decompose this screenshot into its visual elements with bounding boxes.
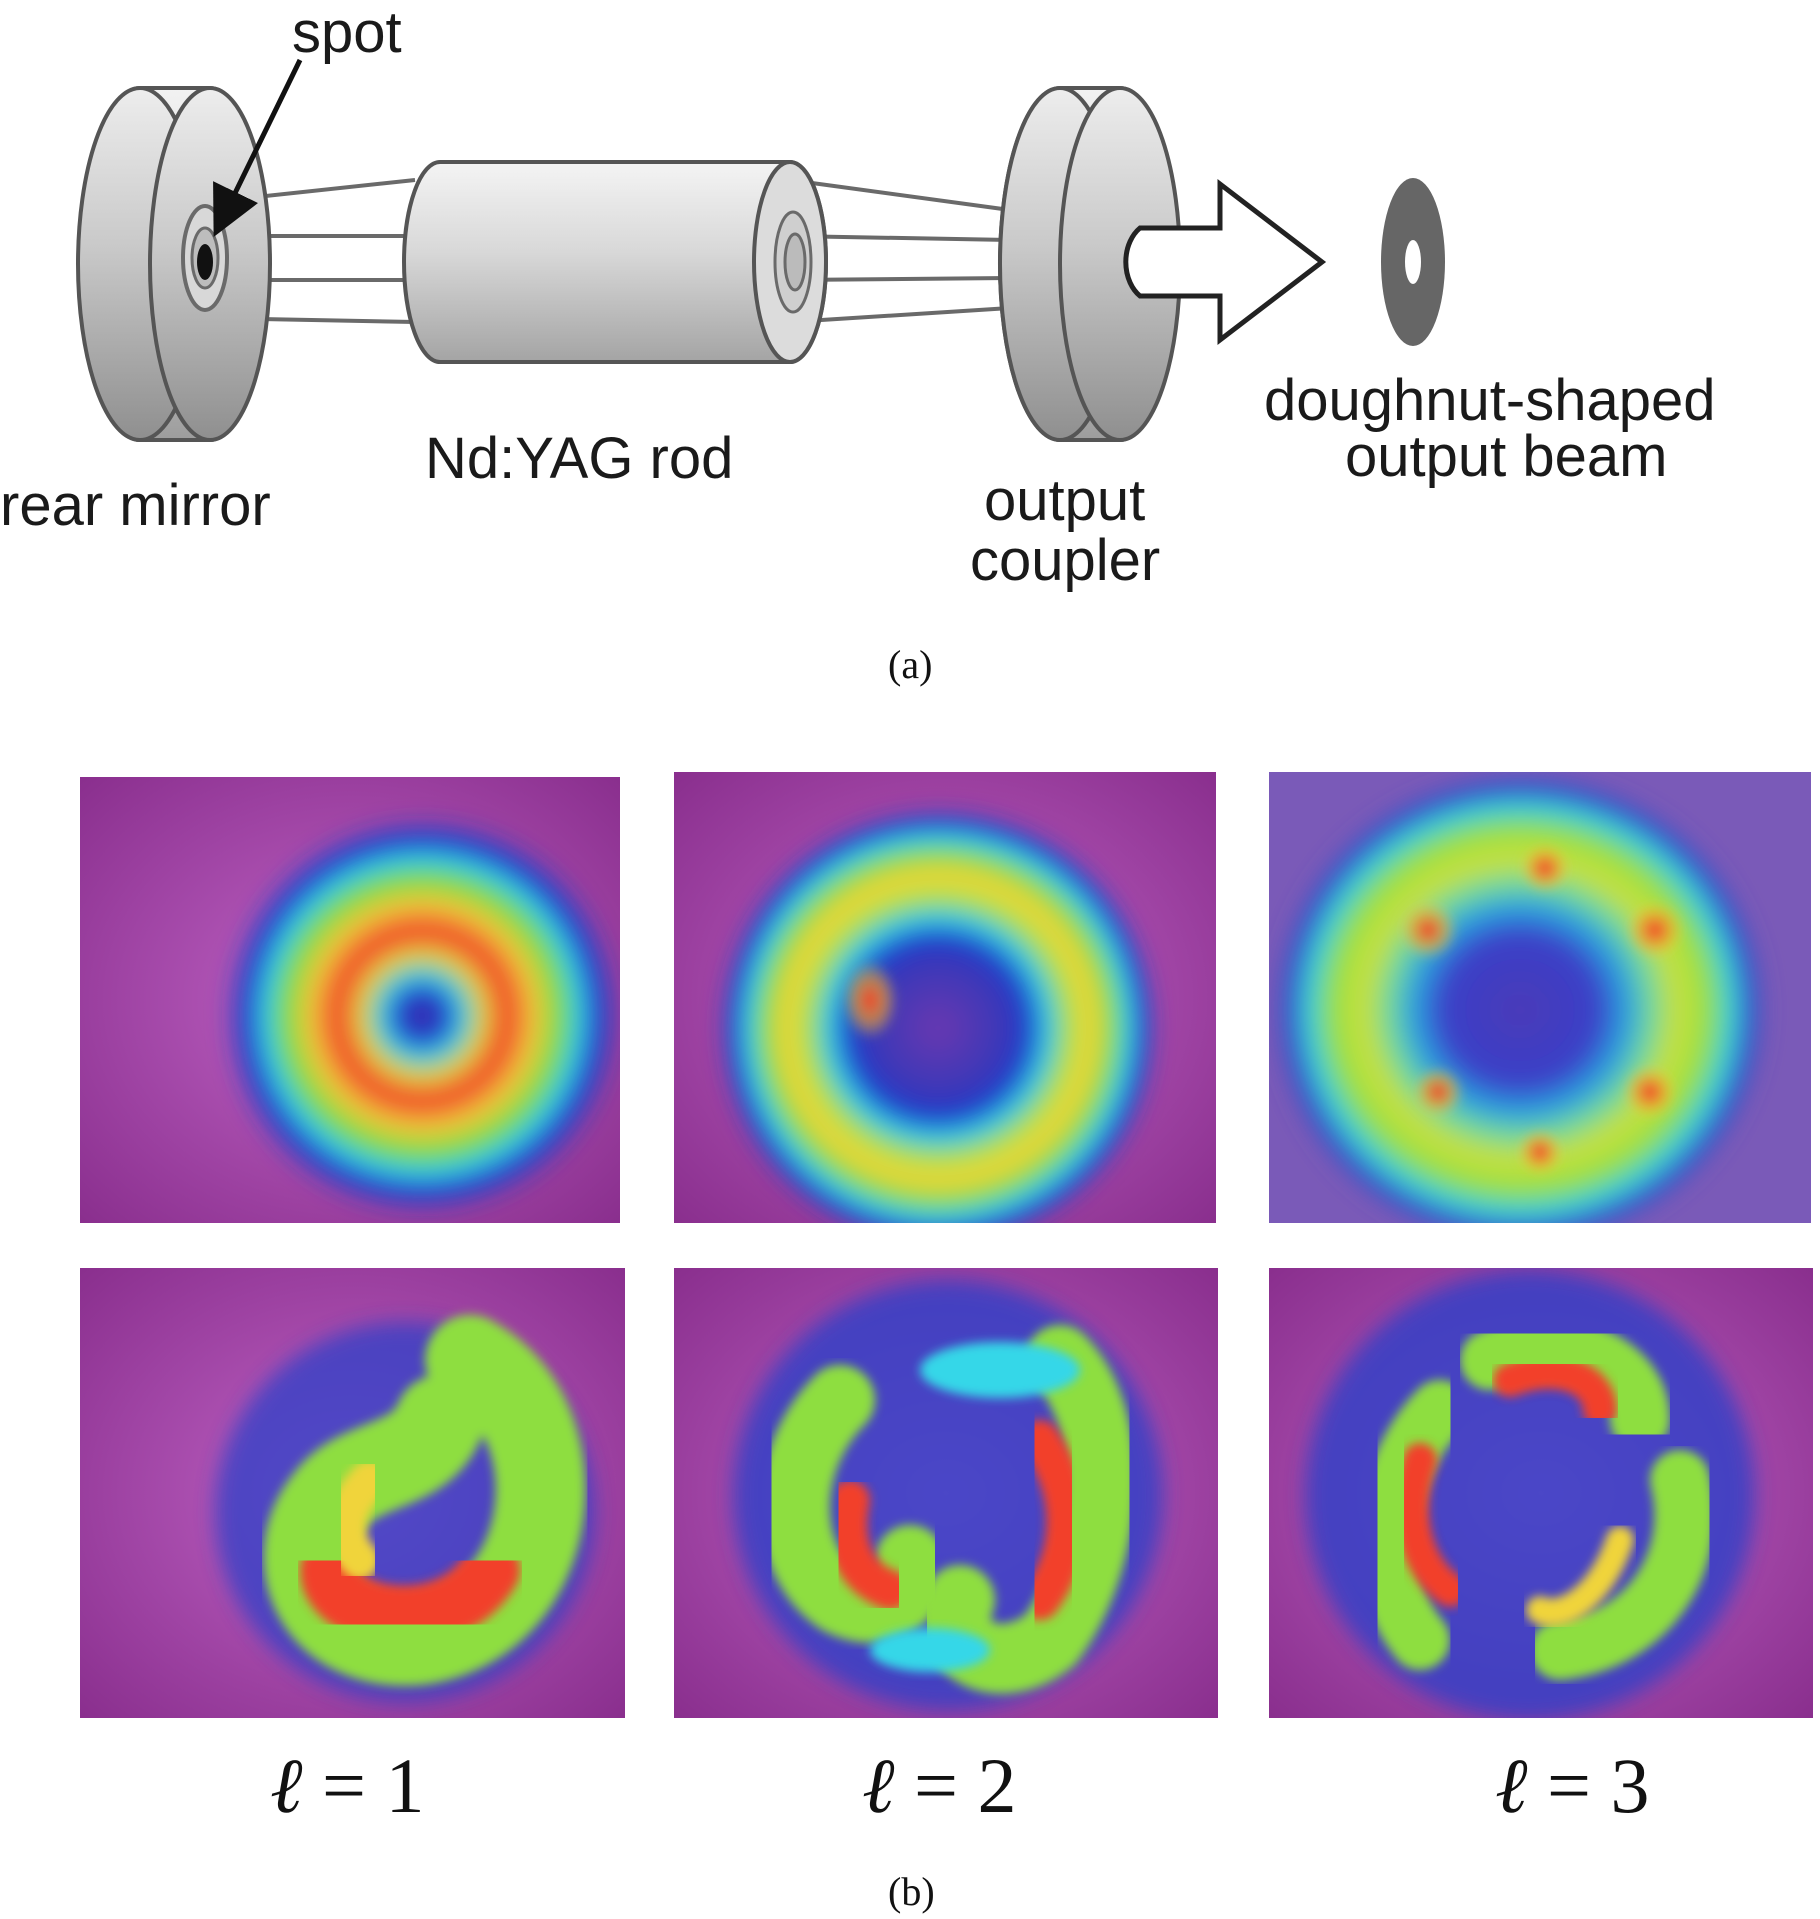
profile-row2-l1 [80, 1268, 625, 1718]
caption-b: (b) [888, 1869, 935, 1914]
profile-row1-l2 [674, 772, 1216, 1223]
output-beam-arrow [1123, 178, 1327, 346]
profile-row1-l3 [1269, 772, 1811, 1223]
label-l3: ℓ = 3 [1495, 1741, 1650, 1831]
label-rod: Nd:YAG rod [425, 426, 733, 491]
nd-yag-rod [402, 160, 828, 364]
label-l1: ℓ = 1 [270, 1741, 425, 1831]
label-l2: ℓ = 2 [862, 1741, 1017, 1831]
profile-row1-l1 [80, 777, 620, 1223]
profile-row2-l3 [1269, 1268, 1813, 1718]
output-coupler [997, 86, 1182, 442]
cavity-schematic [76, 58, 1445, 442]
caption-a: (a) [888, 642, 932, 687]
label-rear-mirror: rear mirror [0, 473, 271, 538]
label-output-coupler-line1: output [984, 468, 1145, 533]
spot-pointer-arrow [213, 58, 303, 237]
label-output-beam-line1: doughnut-shaped [1264, 368, 1716, 433]
label-output-coupler-line2: coupler [970, 528, 1160, 593]
beam-profile-grid [80, 772, 1813, 1718]
spot-dot [197, 244, 213, 280]
doughnut-beam-icon [1381, 178, 1445, 346]
rear-mirror [76, 86, 272, 442]
label-output-beam-line2: output beam [1345, 424, 1667, 489]
profile-row2-l2 [674, 1268, 1218, 1718]
label-spot: spot [292, 0, 402, 65]
